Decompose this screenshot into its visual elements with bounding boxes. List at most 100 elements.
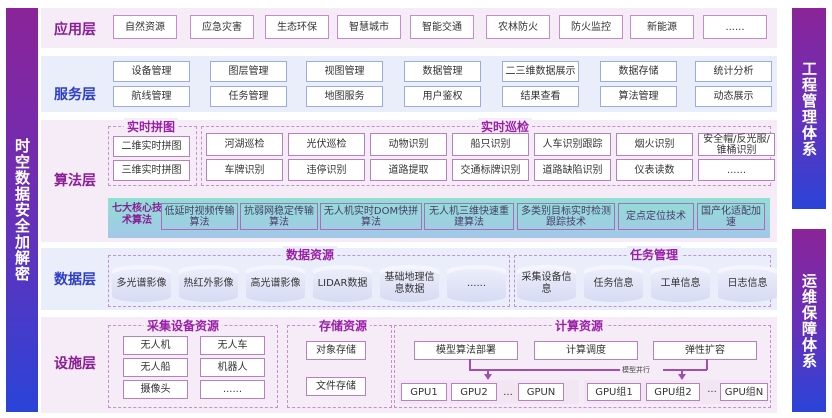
security-encryption-bar: 时空数据安全加解密 — [6, 8, 38, 412]
application-item: 生态环保 — [265, 15, 329, 39]
compute-item: 模型算法部署 — [414, 341, 518, 360]
gpu-item: GPUN — [518, 383, 564, 401]
service-layer-title: 服务层 — [54, 87, 96, 103]
gpu-group-item: GPU组2 — [646, 383, 700, 401]
patrol-item: 烟火识别 — [616, 133, 693, 156]
patrol-item: 动物识别 — [370, 133, 447, 156]
data-resource-item: LIDAR数据 — [313, 265, 372, 302]
patrol-group-title: 实时巡检 — [478, 118, 533, 135]
arrow-left-stem — [487, 369, 489, 374]
task-management-title: 任务管理 — [627, 246, 682, 263]
security-encryption-label: 时空数据安全加解密 — [13, 138, 31, 282]
patrol-item: 人车识别跟踪 — [534, 133, 611, 156]
service-item: 视图管理 — [306, 61, 383, 82]
patrol-item: 仪表读数 — [616, 159, 693, 181]
application-item: 智能交通 — [410, 15, 474, 39]
device-item: 无人车 — [200, 336, 265, 355]
stitch-group-title: 实时拼图 — [124, 118, 179, 135]
core-algorithm-item: 无人机三维快速重建算法 — [424, 203, 514, 230]
service-item: 统计分析 — [695, 61, 772, 82]
application-layer-title: 应用层 — [54, 22, 96, 38]
stitch-item: 二维实时拼图 — [113, 136, 190, 157]
patrol-item: 违停识别 — [288, 159, 365, 181]
core-algorithm-item: 多类别目标实时检测跟踪技术 — [517, 203, 615, 230]
arrow-down-icon — [484, 374, 492, 380]
ops-assurance-bar: 运维保障体系 — [792, 229, 826, 412]
device-item: ...... — [200, 380, 265, 399]
service-item: 数据存储 — [600, 61, 677, 82]
patrol-item: 道路缺陷识别 — [534, 159, 611, 181]
data-resources-title: 数据资源 — [283, 246, 338, 263]
device-item: 无人船 — [123, 358, 188, 377]
device-item: 摄像头 — [123, 380, 188, 399]
storage-item: 文件存储 — [306, 377, 366, 396]
service-item: 图层管理 — [210, 61, 287, 82]
gpu-item: GPU2 — [451, 383, 497, 401]
device-resources-title: 采集设备资源 — [144, 317, 223, 334]
compute-resources-title: 计算资源 — [552, 317, 607, 334]
device-item: 无人机 — [123, 336, 188, 355]
service-item: 算法管理 — [600, 86, 677, 107]
connector-horizontal-left — [469, 369, 620, 371]
gpu-group-item: GPU组N — [720, 383, 768, 401]
service-item: 结果查看 — [502, 86, 579, 107]
gpu-group-ellipsis: ··· — [707, 386, 717, 398]
compute-item: 弹性扩容 — [653, 341, 757, 360]
gpu-ellipsis: ... — [503, 386, 513, 398]
data-resource-item: 热红外影像 — [179, 265, 238, 302]
engineering-management-bar: 工程管理体系 — [792, 8, 826, 209]
data-resource-item: 高光谱影像 — [246, 265, 305, 302]
application-item: 智慧城市 — [337, 15, 401, 39]
patrol-item: ...... — [698, 159, 775, 181]
service-item: 二三维数据展示 — [502, 61, 579, 82]
service-item: 设备管理 — [113, 61, 190, 82]
application-item: 防火监控 — [559, 15, 623, 39]
application-item: 新能源 — [630, 15, 694, 39]
core-algorithms-label: 七大核心技术算法 — [112, 203, 162, 227]
core-algorithm-item: 抗弱网稳定传输算法 — [240, 203, 318, 230]
device-item: 机器人 — [200, 358, 265, 377]
connector-horizontal-right — [663, 369, 707, 371]
application-item: 应急灾害 — [190, 15, 254, 39]
connector-left-vertical — [469, 359, 471, 370]
data-resource-item: ...... — [447, 265, 506, 302]
service-item: 数据管理 — [404, 61, 481, 82]
core-algorithms-band — [108, 198, 770, 238]
core-algorithm-item: 无人机实时DOM快拼算法 — [320, 203, 422, 230]
infrastructure-layer-title: 设施层 — [54, 356, 96, 372]
service-item: 任务管理 — [210, 86, 287, 107]
stitch-item: 三维实时拼图 — [113, 160, 190, 181]
application-item: 自然资源 — [113, 15, 177, 39]
compute-item: 计算调度 — [534, 341, 638, 360]
patrol-item: 船只识别 — [452, 133, 529, 156]
model-parallel-label: 模型并行 — [620, 365, 652, 375]
patrol-item: 安全帽/反光服/锥桶识别 — [698, 133, 775, 156]
arrow-right-stem — [681, 369, 683, 374]
patrol-item: 光伏巡检 — [288, 133, 365, 156]
service-item: 用户鉴权 — [404, 86, 481, 107]
arrow-down-icon — [678, 374, 686, 380]
algorithm-layer-title: 算法层 — [54, 173, 96, 189]
patrol-item: 道路提取 — [370, 159, 447, 181]
patrol-item: 河湖巡检 — [206, 133, 283, 156]
core-algorithm-item: 定点定位技术 — [618, 203, 694, 230]
patrol-item: 车牌识别 — [206, 159, 283, 181]
gpu-group-item: GPU组1 — [587, 383, 641, 401]
core-algorithm-item: 低延时视频传输算法 — [161, 203, 238, 230]
data-resource-item: 多光谱影像 — [112, 265, 171, 302]
ops-assurance-label: 运维保障体系 — [800, 272, 818, 369]
application-item: 农林防火 — [486, 15, 550, 39]
storage-resources-title: 存储资源 — [316, 317, 371, 334]
core-algorithm-item: 国产化适配加速 — [697, 203, 765, 230]
service-item: 动态展示 — [695, 86, 772, 107]
task-info-item: 采集设备信息 — [517, 265, 576, 302]
core-algorithms-label-text: 七大核心技术算法 — [112, 203, 162, 226]
connector-right-vertical — [706, 359, 708, 370]
task-info-item: 任务信息 — [584, 265, 643, 302]
application-item: ...... — [703, 15, 767, 39]
engineering-management-label: 工程管理体系 — [800, 60, 818, 157]
gpu-item: GPU1 — [401, 383, 447, 401]
patrol-item: 交通标牌识别 — [452, 159, 529, 181]
service-item: 航线管理 — [113, 86, 190, 107]
data-layer-title: 数据层 — [54, 272, 96, 288]
